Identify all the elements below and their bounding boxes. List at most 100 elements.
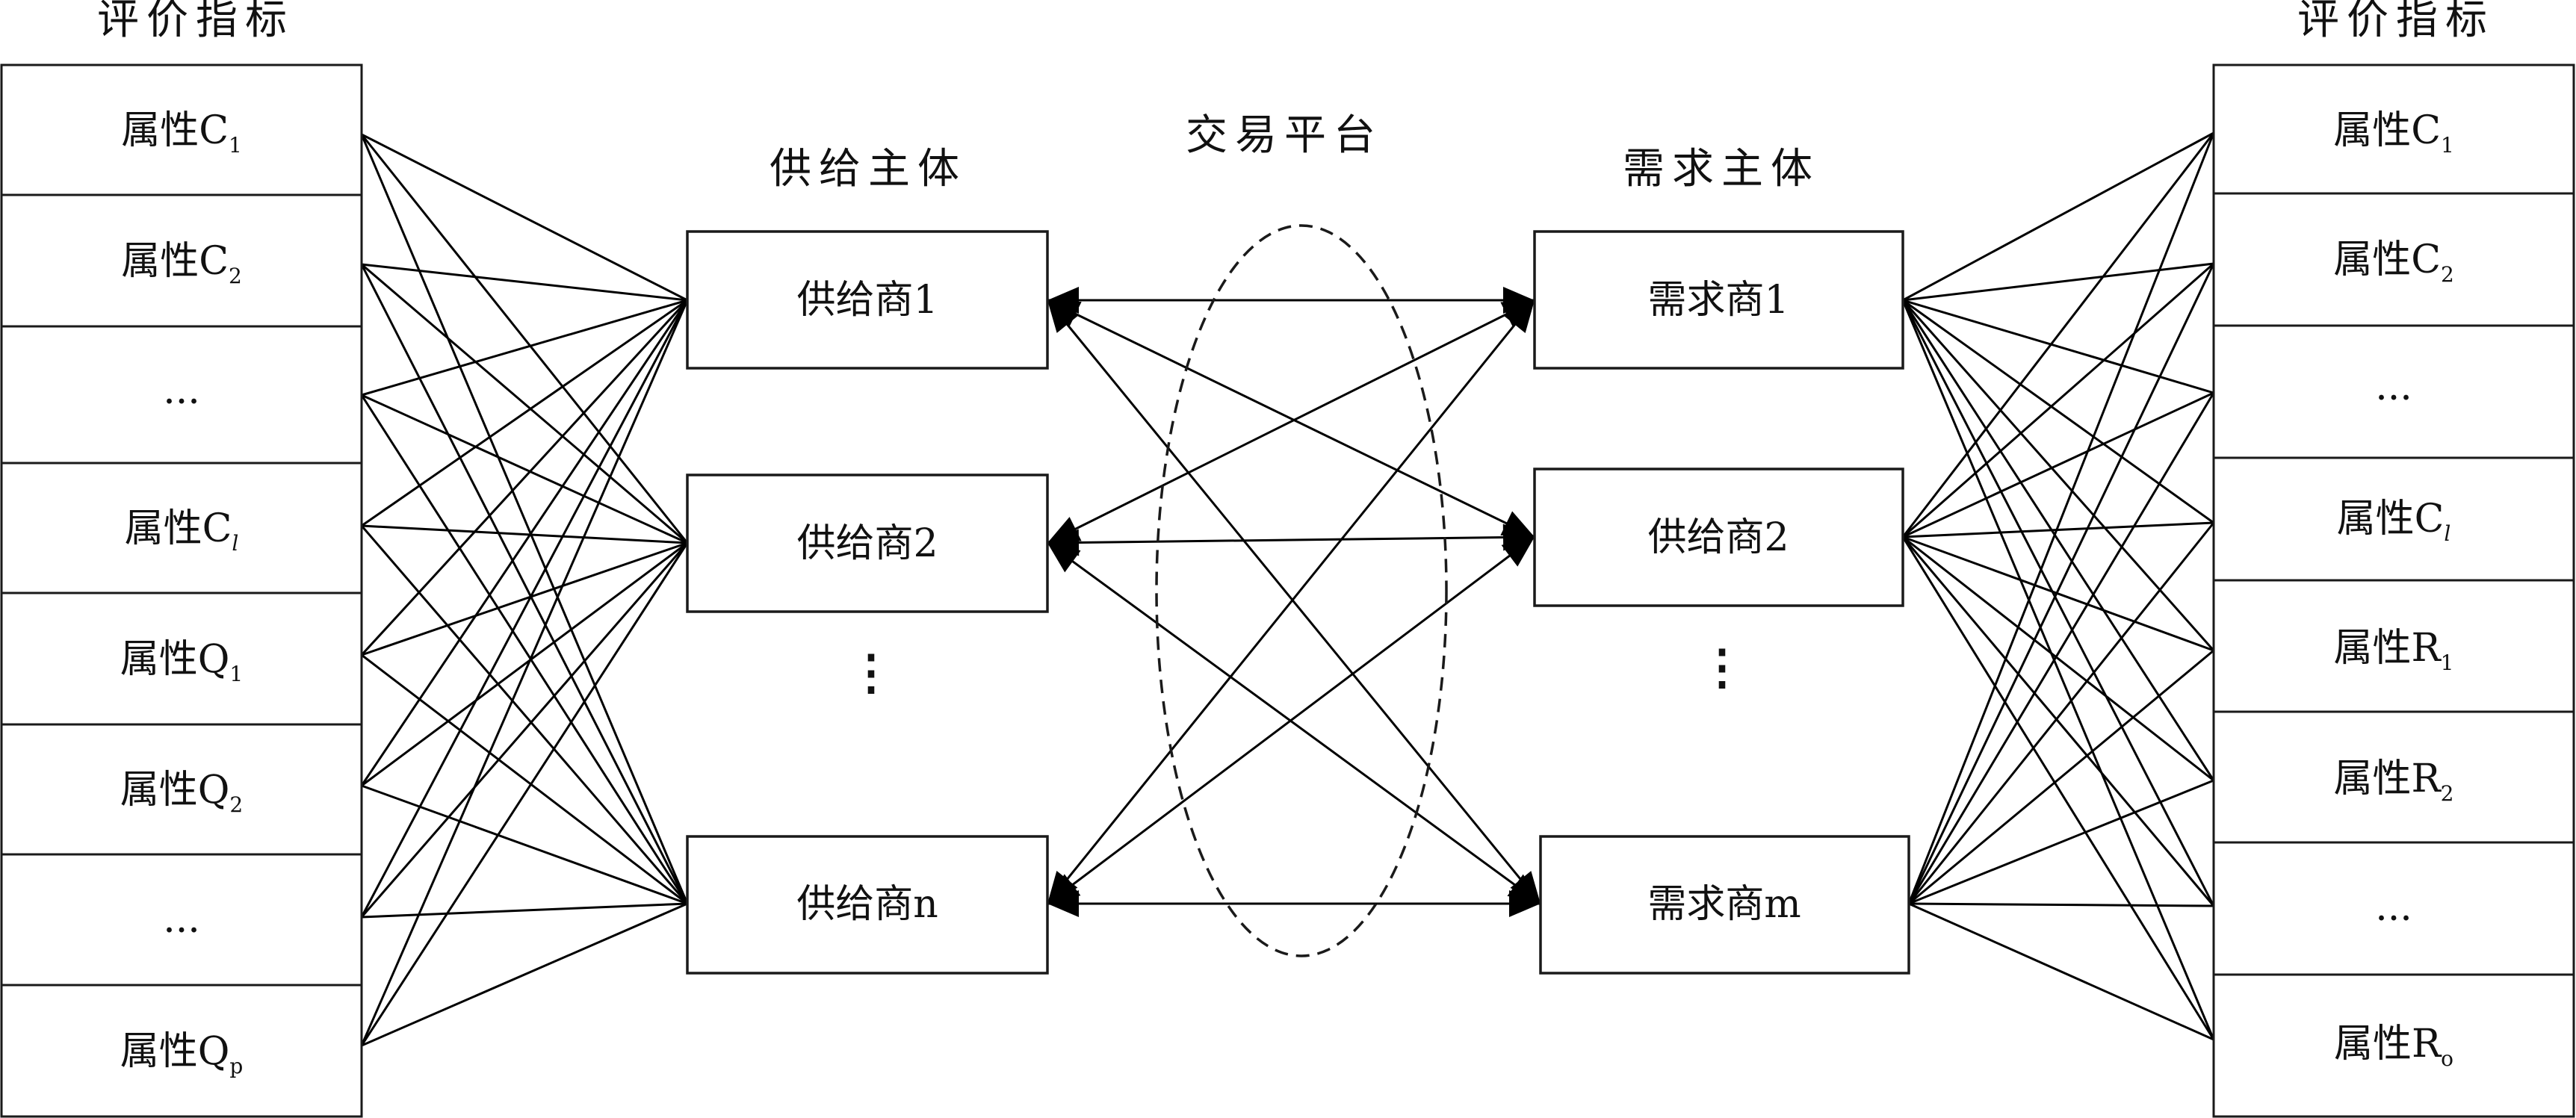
supply-title: 供给主体 <box>770 145 967 193</box>
attribute-connector <box>1901 299 2215 1040</box>
attribute-connector <box>360 264 689 904</box>
right-attr-label: 属性C1 <box>2333 108 2454 158</box>
attribute-connector <box>1901 132 2215 538</box>
right-attr-label: ... <box>2375 364 2412 409</box>
right-attr-label: ... <box>2375 885 2412 930</box>
left-attr-cell <box>0 63 363 196</box>
left-attr-row: 属性Cl <box>0 462 363 594</box>
supply-node-box <box>686 473 1049 613</box>
demand-title: 需求主体 <box>1623 145 1820 193</box>
left-attr-cell <box>0 325 363 465</box>
demand-node-m: 需求商m <box>1539 835 1910 975</box>
right-attr-row: 属性Cl <box>2212 456 2575 582</box>
demand-node-box <box>1539 835 1910 975</box>
arrow-head <box>1504 300 1535 333</box>
demand-node-label: 需求商m <box>1647 882 1801 927</box>
left-attr-label: 属性Q1 <box>120 637 243 686</box>
supply-node-box <box>686 230 1049 370</box>
attribute-connector <box>360 134 689 544</box>
left-connections <box>360 133 689 1047</box>
attribute-connector <box>360 525 689 904</box>
attribute-connector <box>1902 391 2214 538</box>
attribute-connector <box>1902 131 2214 302</box>
right-attr-cell <box>2212 324 2575 459</box>
demand-node-1: 需求商1 <box>1533 230 1904 370</box>
right-attr-label: 属性R2 <box>2334 757 2454 806</box>
platform-ellipse <box>1155 224 1448 957</box>
platform-link <box>1046 299 1536 904</box>
supply-node-2: 供给商2 <box>686 473 1049 613</box>
attribute-connector <box>361 394 688 544</box>
left-attr-cell <box>0 723 363 856</box>
demand-node-box <box>1533 468 1904 607</box>
left-attr-cell <box>0 462 363 594</box>
demand-node-2: 供给商2 <box>1533 468 1904 607</box>
attribute-connector <box>360 299 689 786</box>
right-attr-row: ... <box>2212 324 2575 459</box>
demand-node-label: 供给商2 <box>1647 515 1789 560</box>
attribute-connector <box>361 524 688 544</box>
attribute-connector <box>361 133 688 302</box>
platform-link <box>1046 299 1542 904</box>
platform-title: 交易平台 <box>1186 111 1383 160</box>
arrow-head <box>1047 543 1081 573</box>
attribute-connector <box>1902 262 2214 302</box>
right-connections <box>1901 131 2215 1041</box>
attribute-connector <box>360 394 689 904</box>
left-attr-cell <box>0 984 363 1118</box>
attribute-connector <box>360 542 689 918</box>
demand-node-label: 需求商1 <box>1647 278 1789 323</box>
left-attr-label: 属性C1 <box>121 108 242 158</box>
demand-node-box <box>1533 230 1904 370</box>
attribute-connector <box>1901 299 2215 781</box>
supply-node-label: 供给商1 <box>796 278 938 323</box>
right-attr-row: 属性R2 <box>2212 710 2575 844</box>
left-attr-label: 属性Qp <box>120 1029 244 1078</box>
supply-node-1: 供给商1 <box>686 230 1049 370</box>
attribute-connector <box>361 263 688 544</box>
left-attr-cell <box>0 591 363 726</box>
attribute-connector <box>1908 779 2214 905</box>
attribute-connector <box>360 134 689 904</box>
platform-link <box>1047 299 1535 544</box>
attribute-connector <box>361 784 688 905</box>
attribute-connector <box>1908 649 2214 905</box>
attribute-connector <box>1902 262 2214 538</box>
platform-link <box>1047 535 1535 905</box>
left-attribute-list: 属性C1 属性C2 ... 属性Cl 属性Q1 属性Q2 ... 属性Qp <box>0 63 363 1118</box>
right-attr-label: 属性R1 <box>2334 626 2454 675</box>
supply-node-box <box>686 835 1049 975</box>
left-attr-row: 属性Q1 <box>0 591 363 726</box>
attribute-connector <box>1901 299 2215 907</box>
attribute-connector <box>1907 522 2215 904</box>
arrow-head <box>1047 890 1079 917</box>
attribute-connector <box>1902 535 2214 652</box>
right-attr-label: 属性Cl <box>2337 497 2451 546</box>
left-attr-label: 属性Cl <box>125 506 239 556</box>
attribute-connector <box>361 902 688 1047</box>
supply-node-n: 供给商n <box>686 835 1049 975</box>
right-attr-row: 属性Ro <box>2212 973 2575 1118</box>
demand-ellipsis: ⋮ <box>1698 639 1746 695</box>
left-attr-row: ... <box>0 325 363 465</box>
supply-node-label: 供给商2 <box>796 521 938 566</box>
attribute-connector <box>1907 132 2215 904</box>
attribute-connector <box>1901 536 2215 907</box>
right-attr-row: 属性R1 <box>2212 579 2575 713</box>
attribute-connector <box>360 299 689 656</box>
left-attr-label: 属性Q2 <box>120 768 243 817</box>
left-attr-cell <box>0 853 363 987</box>
right-attribute-list: 属性C1 属性C2 ... 属性Cl 属性R1 属性R2 ... 属性Ro <box>2212 63 2575 1118</box>
right-attr-cell <box>2212 579 2575 713</box>
platform-link <box>1047 535 1535 544</box>
arrow-head <box>1501 537 1535 567</box>
attribute-connector <box>1901 299 2215 651</box>
right-attr-row: ... <box>2212 841 2575 976</box>
right-attr-cell <box>2212 710 2575 844</box>
right-attr-label: 属性C2 <box>2333 237 2454 287</box>
attribute-connector <box>360 299 689 918</box>
attribute-connector <box>1908 902 2214 907</box>
left-attr-label: ... <box>163 368 200 413</box>
attribute-connector <box>1902 521 2214 538</box>
right-attr-row: 属性C2 <box>2212 192 2575 327</box>
